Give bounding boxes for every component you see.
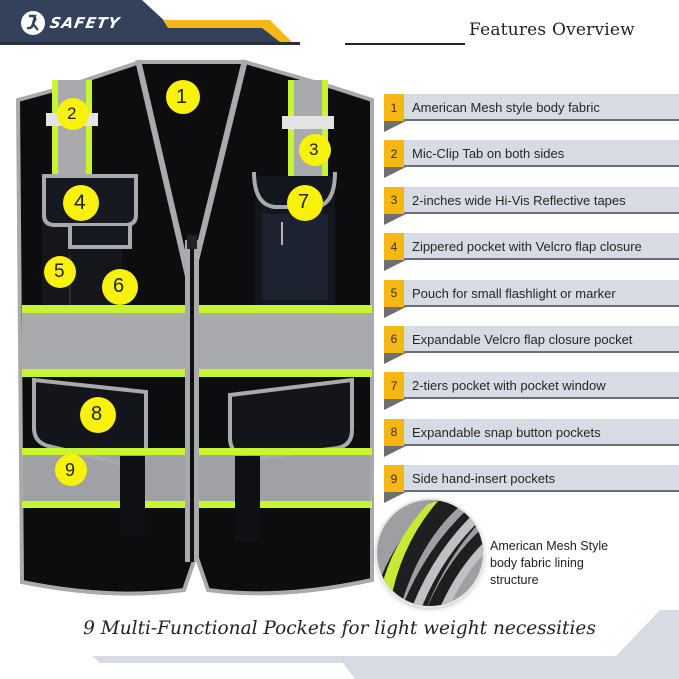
feature-number-badge: 1 [384, 94, 404, 121]
feature-number-badge: 5 [384, 279, 404, 307]
feature-item: 5 Pouch for small flashlight or marker [384, 279, 679, 326]
feature-item: 2 Mic-Clip Tab on both sides [384, 140, 679, 186]
ribbon-fold [384, 213, 406, 225]
feature-bar [384, 94, 679, 121]
feature-number-badge: 8 [384, 418, 404, 446]
features-list: 1 American Mesh style body fabric 2 Mic-… [384, 94, 679, 512]
header-banner-shape [0, 0, 679, 45]
page-title: Features Overview [469, 20, 635, 40]
feature-item: 1 American Mesh style body fabric [384, 94, 679, 140]
footer-band-shape [92, 610, 679, 679]
feature-bar [384, 233, 679, 261]
feature-bar [384, 140, 679, 168]
feature-label: Zippered pocket with Velcro flap closure [412, 239, 642, 255]
title-underline [345, 43, 465, 45]
feature-bar [384, 279, 679, 307]
feature-label: 2-inches wide Hi-Vis Reflective tapes [412, 192, 626, 208]
mesh-caption-line: structure [490, 573, 539, 587]
feature-label: Mic-Clip Tab on both sides [412, 146, 565, 162]
brand-logo: SAFETY [20, 10, 122, 36]
jk-logo-mark-icon [21, 11, 45, 35]
feature-label: Pouch for small flashlight or marker [412, 285, 616, 301]
feature-item: 9 Side hand-insert pockets [384, 465, 679, 511]
feature-bar [384, 186, 679, 214]
feature-item: 3 2-inches wide Hi-Vis Reflective tapes [384, 186, 679, 233]
ribbon-fold [384, 445, 406, 457]
feature-label: 2-tiers pocket with pocket window [412, 378, 606, 394]
mesh-caption: American Mesh Style body fabric lining s… [490, 538, 670, 589]
feature-item: 8 Expandable snap button pockets [384, 418, 679, 465]
feature-number-badge: 3 [384, 186, 404, 214]
mesh-caption-line: American Mesh Style [490, 539, 609, 553]
vest-callouts [44, 80, 331, 486]
feature-bar [384, 372, 679, 400]
feature-bar [384, 465, 679, 493]
feature-bar [384, 325, 679, 353]
feature-number-badge: 9 [384, 465, 404, 493]
feature-number-badge: 2 [384, 140, 404, 168]
feature-number-badge: 6 [384, 325, 404, 353]
header-banner: SAFETY [0, 0, 679, 46]
mesh-caption-line: body fabric lining [490, 556, 584, 570]
ribbon-fold [384, 260, 406, 272]
feature-label: Side hand-insert pockets [412, 471, 556, 487]
ribbon-fold [384, 167, 406, 179]
footer-tagline: 9 Multi-Functional Pockets for light wei… [83, 618, 596, 639]
mesh-fabric-closeup [377, 500, 483, 606]
feature-bar [384, 418, 679, 446]
feature-item: 6 Expandable Velcro flap closure pocket [384, 325, 679, 372]
feature-number-badge: 4 [384, 233, 404, 261]
mesh-fabric-texture [377, 500, 483, 606]
ribbon-fold [384, 492, 406, 504]
feature-label: American Mesh style body fabric [412, 100, 600, 115]
ribbon-fold [384, 306, 406, 318]
safety-vest-illustration [15, 59, 374, 596]
ribbon-fold [384, 352, 406, 364]
brand-logo-text: SAFETY [48, 14, 122, 32]
feature-label: Expandable snap button pockets [412, 424, 601, 440]
ribbon-fold [384, 399, 406, 411]
feature-number-badge: 7 [384, 372, 404, 400]
feature-item: 7 2-tiers pocket with pocket window [384, 372, 679, 418]
ribbon-fold [384, 121, 406, 132]
feature-label: Expandable Velcro flap closure pocket [412, 331, 633, 347]
feature-item: 4 Zippered pocket with Velcro flap closu… [384, 233, 679, 279]
